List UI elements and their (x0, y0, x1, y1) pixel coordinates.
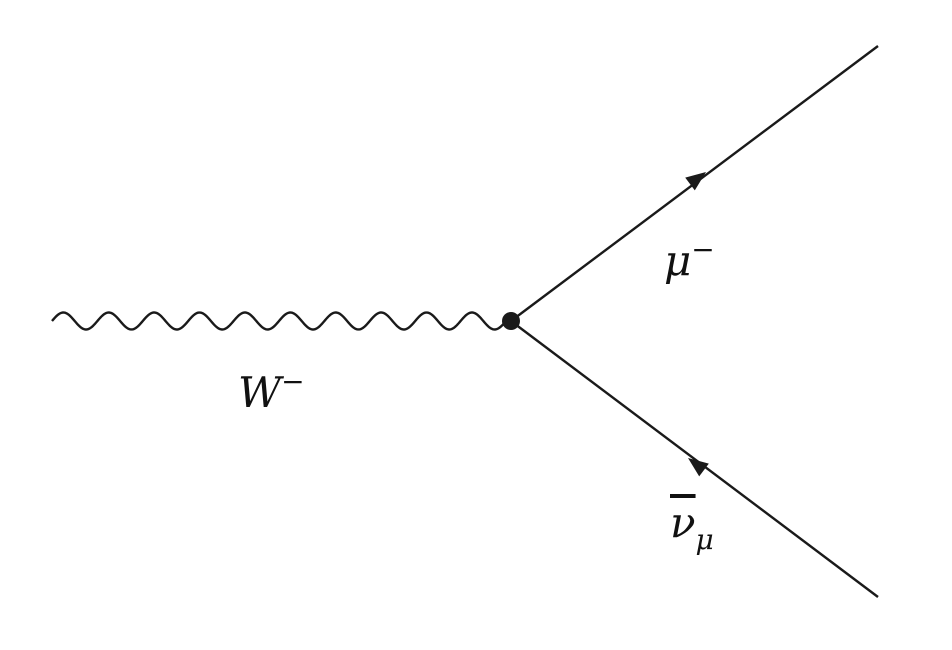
w-charge: − (281, 365, 305, 398)
antineutrino-arrow-icon (688, 457, 709, 477)
nu-flavor: μ (695, 523, 714, 556)
muon-label: μ− (664, 236, 715, 282)
vertex-dot (502, 312, 520, 330)
antineutrino-label: νμ (670, 502, 714, 554)
w-boson-propagator (51, 311, 507, 331)
w-symbol: W (238, 368, 282, 417)
mu-symbol: μ (664, 236, 692, 285)
mu-charge: − (691, 233, 715, 266)
w-boson-label: W− (238, 368, 305, 414)
antineutrino-line (510, 320, 879, 598)
muon-arrow-icon (685, 172, 707, 191)
nu-symbol: ν (670, 498, 696, 547)
